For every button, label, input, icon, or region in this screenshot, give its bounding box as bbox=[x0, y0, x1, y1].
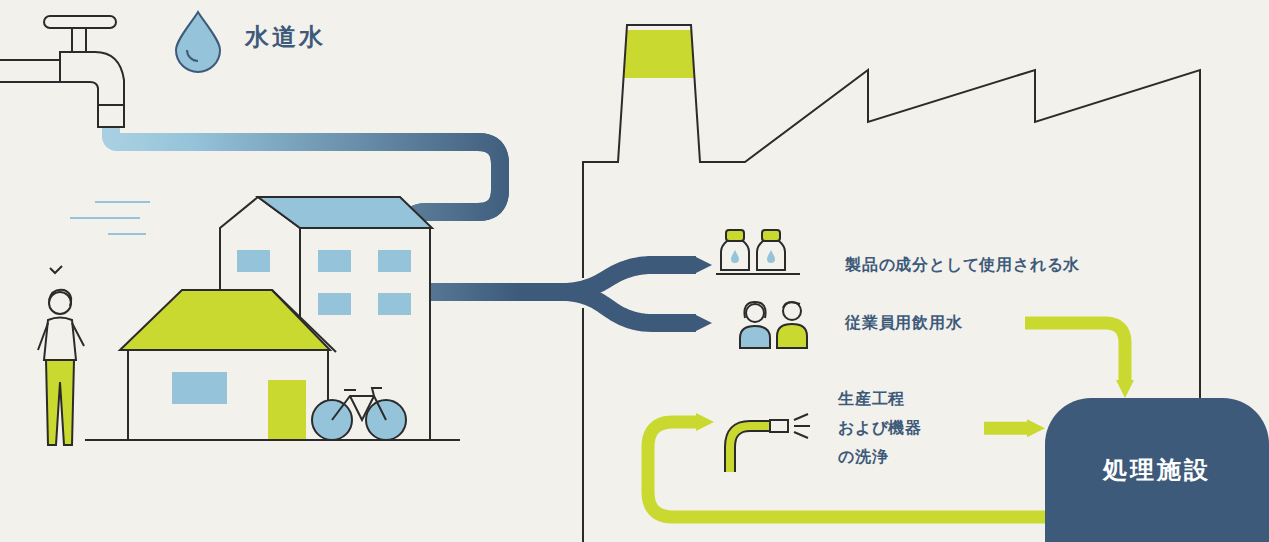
bird bbox=[50, 266, 62, 273]
small-house-part bbox=[272, 290, 336, 352]
tap-icon-part bbox=[98, 105, 124, 127]
usage-item: 生産工程 および機器 の洗浄 bbox=[714, 380, 984, 477]
bicycle bbox=[312, 388, 406, 440]
node-label: 製品の成分として使用される水 bbox=[845, 251, 1080, 280]
bottle-icon-part bbox=[731, 250, 739, 263]
tall-building-part bbox=[378, 250, 411, 272]
water-drop-icon-part bbox=[187, 50, 198, 61]
people-icon-part bbox=[740, 326, 770, 348]
tall-building-part bbox=[318, 250, 351, 272]
factory-outline-part bbox=[624, 30, 694, 78]
tap-icon-part bbox=[0, 60, 64, 82]
people-icon-part bbox=[783, 302, 800, 308]
hose-icon bbox=[730, 414, 810, 472]
tall-building-part bbox=[318, 293, 351, 315]
flow-arrow bbox=[1025, 323, 1125, 380]
tap-icon-part bbox=[60, 52, 124, 105]
wind-lines bbox=[70, 202, 150, 234]
tap-icon-part bbox=[44, 16, 116, 28]
people-icon-part bbox=[746, 304, 764, 322]
tall-building-part bbox=[300, 228, 430, 440]
bottle-icon-part bbox=[726, 230, 744, 241]
small-house bbox=[120, 290, 336, 440]
node-label: 処理施設 bbox=[1103, 454, 1211, 486]
water-drop-icon bbox=[176, 12, 220, 72]
person-figure-part bbox=[49, 290, 71, 306]
person-figure-part bbox=[38, 323, 84, 350]
factory-outline-part bbox=[582, 308, 584, 542]
tap-icon-part bbox=[72, 28, 86, 52]
connector-group bbox=[111, 128, 1125, 517]
bottle-icon-part bbox=[762, 230, 780, 241]
tap-icon bbox=[0, 16, 124, 127]
people-icon-part bbox=[777, 324, 807, 348]
small-house-part bbox=[268, 380, 306, 440]
tall-building-part bbox=[378, 293, 411, 315]
bottle-icon-part bbox=[716, 273, 800, 275]
bottle-icon-part bbox=[757, 241, 785, 270]
person-figure-part bbox=[46, 360, 74, 445]
hose-icon-part bbox=[730, 426, 772, 472]
node-label: 水道水 bbox=[245, 22, 326, 53]
node-label: 生産工程 および機器 の洗浄 bbox=[838, 385, 922, 471]
flow-arrow bbox=[111, 128, 696, 292]
source-box: 水道水 bbox=[4, 4, 344, 128]
hose-icon-part bbox=[794, 414, 810, 438]
person-figure-part bbox=[44, 318, 76, 361]
small-house-part bbox=[120, 290, 330, 350]
people-icon-part bbox=[744, 302, 765, 318]
bottle-icon-part bbox=[721, 241, 749, 270]
factory-outline-part bbox=[583, 25, 1200, 400]
bottle-icon bbox=[716, 230, 800, 274]
people-icon bbox=[740, 302, 807, 348]
small-house-part bbox=[128, 350, 328, 440]
people-icon-part bbox=[783, 302, 801, 320]
person-figure bbox=[38, 290, 84, 445]
node-label: 従業員用飲用水 bbox=[845, 309, 963, 338]
hose-icon-part bbox=[730, 426, 772, 472]
treatment-box: 処理施設 bbox=[1045, 398, 1269, 542]
tall-building-part bbox=[258, 197, 432, 228]
small-house-part bbox=[172, 372, 227, 404]
bottle-icon-part bbox=[767, 250, 775, 263]
hose-icon-part bbox=[770, 420, 788, 432]
flow-arrow bbox=[984, 422, 1027, 435]
water-drop-icon-part bbox=[176, 12, 220, 72]
tall-building-part bbox=[237, 250, 270, 272]
person-figure-part bbox=[49, 292, 71, 314]
wind-lines-part bbox=[95, 201, 150, 203]
wind-lines-part bbox=[108, 233, 146, 235]
wind-lines-part bbox=[70, 217, 140, 219]
usage-item: 製品の成分として使用される水 bbox=[712, 232, 1090, 298]
ground-line bbox=[85, 439, 460, 441]
bicycle-part bbox=[332, 388, 386, 420]
usage-item: 従業員用飲用水 bbox=[712, 296, 1025, 350]
